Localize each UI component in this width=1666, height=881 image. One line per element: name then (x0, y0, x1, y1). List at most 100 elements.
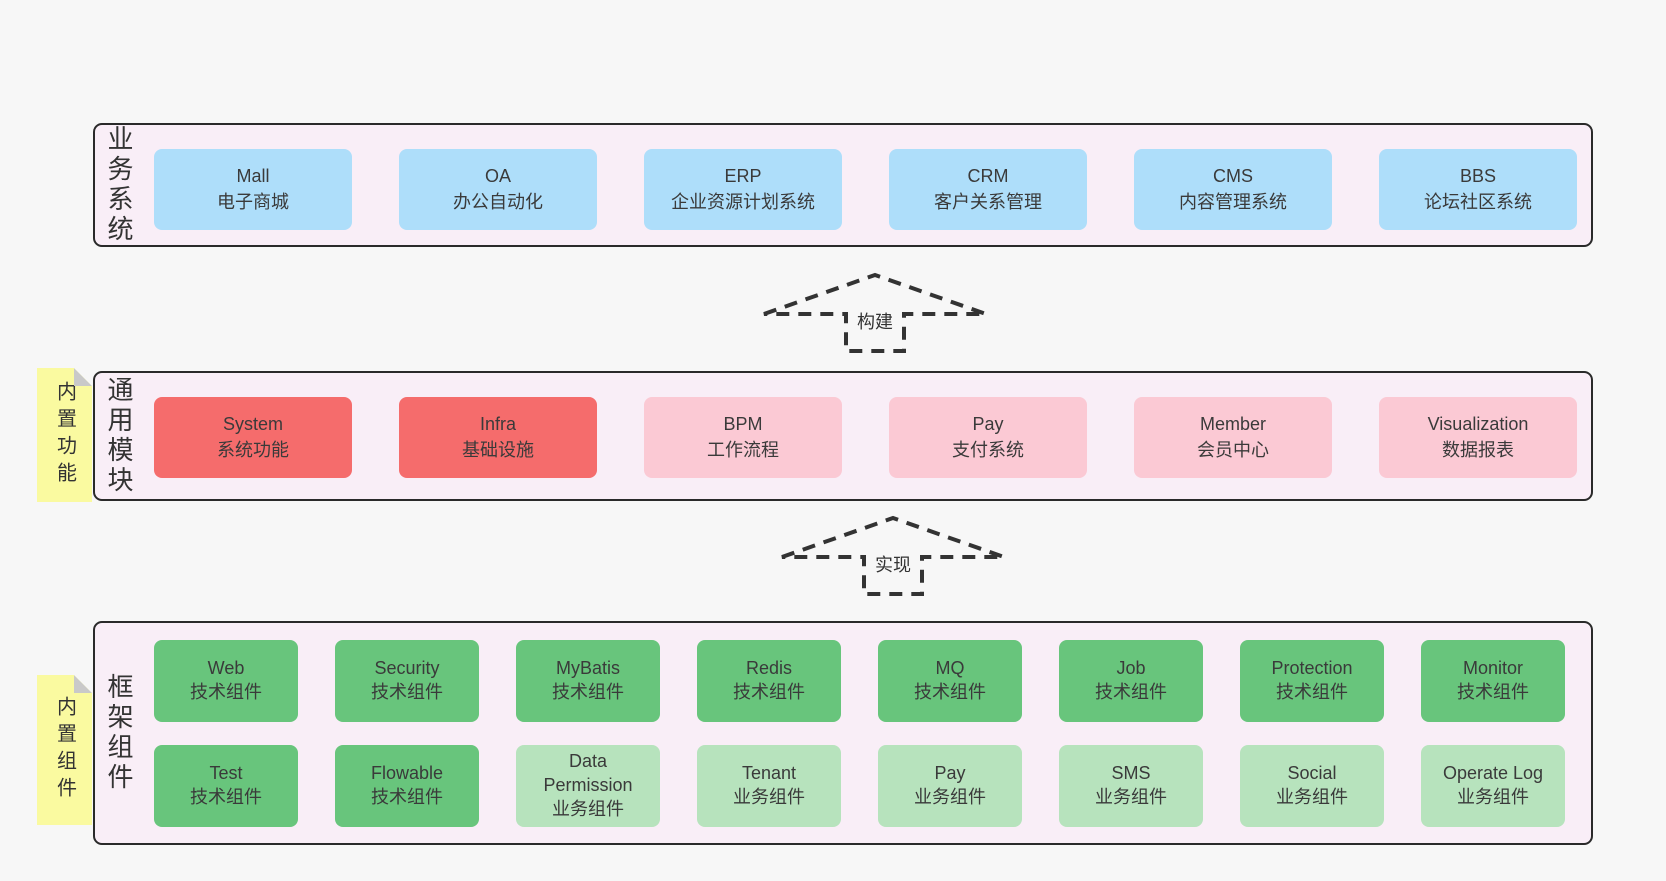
sticky-fold-icon (74, 675, 92, 693)
box-en: Test (209, 763, 243, 784)
panel-business-systems: 业务系统 Mall 电子商城 OA 办公自动化 ERP 企业资源计划系统 CRM… (93, 123, 1593, 247)
box-mq: MQ 技术组件 (878, 640, 1022, 722)
box-en: Member (1199, 413, 1266, 434)
box-operate-log: Operate Log 业务组件 (1421, 745, 1565, 827)
box-oa: OA 办公自动化 (399, 149, 597, 230)
box-zh: 技术组件 (1276, 682, 1348, 702)
box-en: CRM (967, 165, 1009, 186)
box-zh: 业务组件 (1276, 787, 1348, 807)
box-security: Security 技术组件 (335, 640, 479, 722)
box-cms: CMS 内容管理系统 (1134, 149, 1332, 230)
sticky-note-builtin-functions: 内置功能 (37, 368, 92, 502)
box-en: Mall (236, 165, 270, 186)
box-en: ERP (724, 165, 762, 186)
box-en: Redis (745, 658, 793, 679)
box-flowable: Flowable 技术组件 (335, 745, 479, 827)
box-zh: 论坛社区系统 (1424, 191, 1532, 212)
box-en: MQ (935, 658, 965, 679)
box-web: Web 技术组件 (154, 640, 298, 722)
box-en: Pay (934, 763, 966, 784)
box-en: Data Permission (543, 751, 633, 796)
box-zh: 技术组件 (190, 682, 262, 702)
box-zh: 企业资源计划系统 (671, 191, 815, 212)
box-en: BBS (1459, 165, 1497, 186)
box-en: Visualization (1427, 413, 1529, 434)
box-system: System 系统功能 (154, 397, 352, 478)
sticky-note-label: 内置功能 (53, 381, 76, 489)
common-modules-row: System 系统功能 Infra 基础设施 BPM 工作流程 Pay 支付系统… (154, 397, 1577, 478)
box-en: Protection (1271, 658, 1353, 679)
panel-title-business-systems: 业务系统 (104, 125, 134, 245)
box-zh: 技术组件 (1457, 682, 1529, 702)
box-en: Social (1287, 763, 1337, 784)
framework-components-row-1: Web 技术组件 Security 技术组件 MyBatis 技术组件 Redi… (154, 640, 1565, 722)
box-zh: 基础设施 (462, 439, 534, 460)
box-en: BPM (723, 413, 763, 434)
box-en: Web (207, 658, 245, 679)
box-redis: Redis 技术组件 (697, 640, 841, 722)
arrow-build: 构建 (760, 270, 990, 356)
box-zh: 业务组件 (733, 787, 805, 807)
box-en: System (222, 413, 283, 434)
box-zh: 业务组件 (1095, 787, 1167, 807)
box-zh: 数据报表 (1442, 439, 1514, 460)
box-bpm: BPM 工作流程 (644, 397, 842, 478)
box-en: Tenant (741, 763, 797, 784)
box-zh: 业务组件 (914, 787, 986, 807)
box-tenant: Tenant 业务组件 (697, 745, 841, 827)
box-social: Social 业务组件 (1240, 745, 1384, 827)
box-sms: SMS 业务组件 (1059, 745, 1203, 827)
box-en: Infra (479, 413, 517, 434)
box-erp: ERP 企业资源计划系统 (644, 149, 842, 230)
arrow-implement-label: 实现 (871, 551, 915, 577)
box-job: Job 技术组件 (1059, 640, 1203, 722)
box-test: Test 技术组件 (154, 745, 298, 827)
box-protection: Protection 技术组件 (1240, 640, 1384, 722)
box-zh: 技术组件 (733, 682, 805, 702)
box-crm: CRM 客户关系管理 (889, 149, 1087, 230)
box-zh: 会员中心 (1197, 439, 1269, 460)
box-zh: 工作流程 (707, 439, 779, 460)
box-en: Security (374, 658, 440, 679)
box-zh: 技术组件 (552, 682, 624, 702)
box-en: Pay (972, 413, 1004, 434)
sticky-fold-icon (74, 368, 92, 386)
box-bbs: BBS 论坛社区系统 (1379, 149, 1577, 230)
box-en: Flowable (370, 763, 444, 784)
business-systems-row: Mall 电子商城 OA 办公自动化 ERP 企业资源计划系统 CRM 客户关系… (154, 149, 1577, 230)
box-en: SMS (1111, 763, 1151, 784)
box-monitor: Monitor 技术组件 (1421, 640, 1565, 722)
box-zh: 客户关系管理 (934, 191, 1042, 212)
box-zh: 业务组件 (552, 798, 624, 819)
box-visualization: Visualization 数据报表 (1379, 397, 1577, 478)
sticky-note-label: 内置组件 (53, 696, 76, 804)
box-zh: 支付系统 (952, 439, 1024, 460)
box-infra: Infra 基础设施 (399, 397, 597, 478)
box-zh: 业务组件 (1457, 787, 1529, 807)
box-zh: 系统功能 (217, 439, 289, 460)
box-en: Job (1116, 658, 1146, 679)
box-en: Operate Log (1442, 763, 1544, 784)
box-pay-component: Pay 业务组件 (878, 745, 1022, 827)
box-en: Monitor (1462, 658, 1524, 679)
box-member: Member 会员中心 (1134, 397, 1332, 478)
box-data-permission: Data Permission 业务组件 (516, 745, 660, 827)
box-pay-module: Pay 支付系统 (889, 397, 1087, 478)
panel-common-modules: 通用模块 System 系统功能 Infra 基础设施 BPM 工作流程 Pay… (93, 371, 1593, 501)
box-zh: 技术组件 (190, 787, 262, 807)
box-en: OA (484, 165, 511, 186)
box-zh: 技术组件 (371, 787, 443, 807)
box-zh: 内容管理系统 (1179, 191, 1287, 212)
box-en: MyBatis (555, 658, 620, 679)
arrow-build-label: 构建 (853, 308, 897, 334)
box-mybatis: MyBatis 技术组件 (516, 640, 660, 722)
dashed-up-arrow-icon (763, 272, 987, 353)
panel-title-framework-components: 框架组件 (104, 673, 134, 793)
box-en: CMS (1213, 165, 1253, 186)
box-zh: 技术组件 (1095, 682, 1167, 702)
box-zh: 办公自动化 (453, 191, 543, 212)
panel-title-common-modules: 通用模块 (104, 376, 134, 496)
box-mall: Mall 电子商城 (154, 149, 352, 230)
box-zh: 技术组件 (914, 682, 986, 702)
framework-components-row-2: Test 技术组件 Flowable 技术组件 Data Permission … (154, 745, 1565, 827)
